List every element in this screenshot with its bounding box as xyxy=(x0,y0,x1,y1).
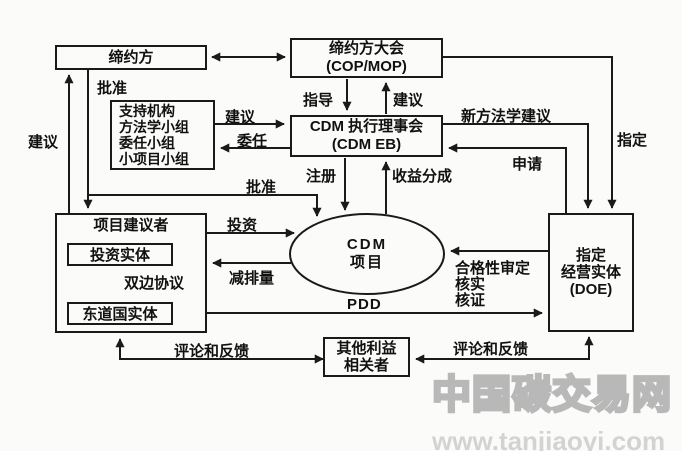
node-support-groups: 支持机构 方法学小组 委任小组 小项目小组 xyxy=(110,100,215,170)
host-label: 东道国实体 xyxy=(82,306,158,323)
support-line3: 委任小组 xyxy=(119,135,175,151)
support-line2: 方法学小组 xyxy=(119,119,189,135)
cop-line2: (COP/MOP) xyxy=(326,58,407,75)
label-validation: 合格性审定 xyxy=(455,260,531,277)
arrow-feedback-left xyxy=(115,338,324,364)
label-invest: 投资 xyxy=(227,217,258,234)
label-designate: 指定 xyxy=(617,132,648,149)
doe-line3: (DOE) xyxy=(569,281,613,298)
label-new-methodology: 新方法学建议 xyxy=(461,108,552,125)
node-cdm-eb: CDM 执行理事会 (CDM EB) xyxy=(290,115,443,157)
doe-line1: 指定 xyxy=(575,247,606,264)
stakeholders-line2: 相关者 xyxy=(343,357,389,374)
label-verify: 核实 xyxy=(455,276,486,293)
label-feedback-right: 评论和反馈 xyxy=(453,341,529,358)
label-profit-share: 收益分成 xyxy=(392,168,453,185)
watermark-title: 中国碳交易网 xyxy=(431,373,673,419)
node-investor-entity: 投资实体 xyxy=(67,243,173,266)
eb-line2: (CDM EB) xyxy=(331,136,402,153)
arrow-apply xyxy=(448,143,567,213)
label-certify: 核证 xyxy=(455,292,486,309)
node-doe: 指定 经营实体 (DOE) xyxy=(548,213,634,332)
support-line1: 支持机构 xyxy=(119,103,175,119)
label-register: 注册 xyxy=(306,168,337,185)
watermark: 中国碳交易网 www.tanjiaoyi.com xyxy=(431,364,682,451)
label-emission-reduction: 减排量 xyxy=(229,270,275,287)
label-pdd: PDD xyxy=(347,296,382,313)
investor-label: 投资实体 xyxy=(89,247,150,264)
label-bilateral-agreement: 双边协议 xyxy=(124,275,185,292)
node-host-entity: 东道国实体 xyxy=(67,302,173,325)
cdm-project-ellipse xyxy=(289,213,445,295)
doe-line2: 经营实体 xyxy=(560,264,621,281)
node-other-stakeholders: 其他利益 相关者 xyxy=(323,337,410,377)
label-approve-project: 批准 xyxy=(246,179,277,196)
arrow-new-methodology xyxy=(443,123,593,209)
node-cop-mop: 缔约方大会 (COP/MOP) xyxy=(290,38,443,78)
stakeholders-line1: 其他利益 xyxy=(336,340,397,357)
node-party: 缔约方 xyxy=(55,45,207,70)
eb-line1: CDM 执行理事会 xyxy=(309,118,424,135)
party-label: 缔约方 xyxy=(108,48,154,66)
proposer-title: 项目建议者 xyxy=(93,217,169,234)
label-approve-left: 批准 xyxy=(97,80,128,97)
arrow-feedback-right xyxy=(415,336,594,364)
label-guide: 指导 xyxy=(303,92,334,109)
cop-line1: 缔约方大会 xyxy=(328,40,404,57)
support-line4: 小项目小组 xyxy=(119,151,189,167)
label-propose-left: 建议 xyxy=(28,134,59,151)
arrow-approve-project xyxy=(88,194,322,217)
label-feedback-left: 评论和反馈 xyxy=(174,343,250,360)
label-apply: 申请 xyxy=(512,156,543,173)
label-advise-up: 建议 xyxy=(393,92,424,109)
label-appoint: 委任 xyxy=(237,133,268,150)
label-advise-support: 建议 xyxy=(225,109,256,126)
arrow-designate xyxy=(443,56,617,209)
watermark-url: www.tanjiaoyi.com xyxy=(432,426,666,451)
